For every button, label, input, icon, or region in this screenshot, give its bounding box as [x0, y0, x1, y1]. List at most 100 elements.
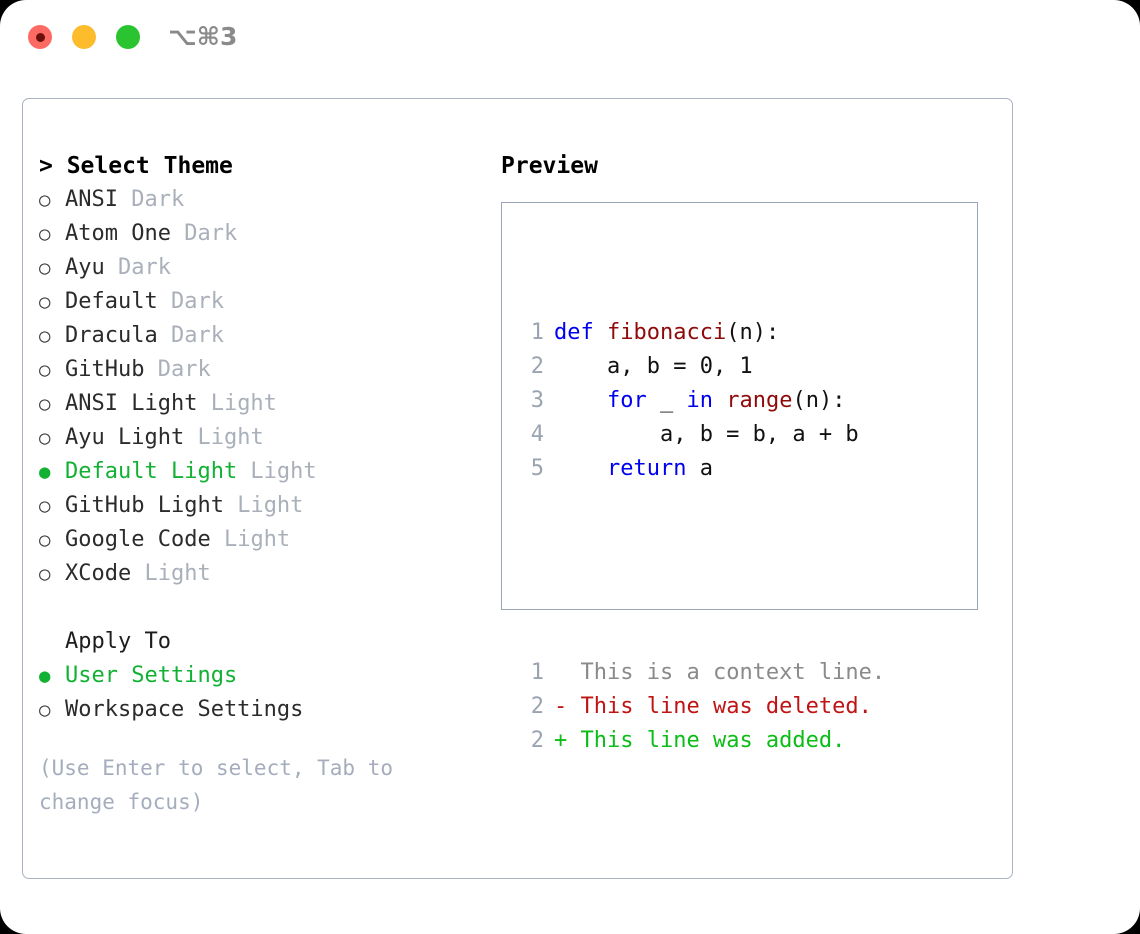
theme-list-item[interactable]: ○GitHub Light Light [39, 489, 499, 523]
code-token-kw: in [686, 388, 713, 413]
radio-unselected-icon[interactable]: ○ [39, 257, 51, 279]
theme-name: Default Light [65, 459, 238, 484]
theme-list-item[interactable]: ● Default Light Light [39, 455, 499, 489]
title-bar: ⌥⌘3 [0, 0, 1140, 78]
theme-name: Ayu Light [65, 425, 185, 450]
code-text: def fibonacci(n): [554, 316, 779, 350]
maximize-button[interactable] [116, 25, 140, 49]
theme-selection-column: > Select Theme ○ANSI Dark○Atom One Dark○… [39, 149, 499, 819]
theme-list[interactable]: ○ ANSI Dark ○ Atom One Dark ○ Ayu Dark ○ Defaul… [39, 183, 499, 591]
diff-content: This is a context line. [580, 660, 886, 685]
code-text: a, b = 0, 1 [554, 350, 753, 384]
code-line: 3 for _ in range(n): [516, 384, 885, 418]
theme-list-item[interactable]: ○Atom One Dark [39, 217, 499, 251]
theme-name: ANSI [65, 187, 118, 212]
select-theme-header: > Select Theme [39, 153, 233, 179]
radio-unselected-icon[interactable]: ○ [39, 359, 51, 381]
theme-category: Dark [117, 187, 185, 212]
code-token-kw: for [606, 388, 647, 413]
apply-to-item[interactable]: ● User Settings [39, 659, 499, 693]
theme-name: ANSI Light [65, 391, 198, 416]
close-button[interactable] [28, 25, 52, 49]
theme-category: Light [197, 391, 277, 416]
apply-to-header-indent [39, 625, 65, 659]
apply-to-item[interactable]: ○Workspace Settings [39, 693, 499, 727]
diff-sign: - [554, 694, 568, 719]
line-number: 5 [530, 456, 544, 481]
radio-unselected-icon[interactable]: ○ [39, 427, 51, 449]
radio-unselected-icon[interactable]: ○ [39, 529, 51, 551]
radio-unselected-icon[interactable]: ○ [39, 699, 51, 721]
radio-unselected-icon[interactable]: ○ [39, 223, 51, 245]
theme-list-item[interactable]: ○ ANSI Light Light [39, 387, 499, 421]
radio-unselected-icon[interactable]: ○ [39, 563, 51, 585]
line-number: 3 [530, 388, 544, 413]
theme-category: Dark [104, 255, 171, 280]
theme-name: XCode [65, 561, 132, 586]
theme-list-item[interactable]: ○ Default Dark [39, 285, 499, 319]
code-text: for _ in range(n): [554, 384, 845, 418]
code-token-plain: (n): [726, 320, 780, 345]
diff-content: This line was deleted. [580, 694, 872, 719]
line-number: 1 [530, 660, 544, 685]
theme-name: Google Code [65, 527, 211, 552]
radio-unselected-icon[interactable]: ○ [39, 495, 51, 517]
theme-category: Light [237, 459, 317, 484]
theme-list-item[interactable]: ○ Google Code Light [39, 523, 499, 557]
diff-content: This line was added. [580, 728, 846, 753]
theme-category: Dark [144, 357, 211, 382]
diff-sign [554, 660, 567, 685]
code-token-kw: def [554, 320, 607, 345]
theme-category: Light [184, 425, 264, 450]
theme-category: Light [223, 493, 304, 518]
apply-to-header: Apply To [39, 625, 499, 659]
apply-to-label: User Settings [65, 663, 238, 688]
theme-name: Atom One [65, 221, 171, 246]
theme-list-item[interactable]: ○ ANSI Dark [39, 183, 499, 217]
diff-text: - This line was deleted. [554, 690, 872, 724]
radio-selected-icon[interactable]: ● [39, 461, 51, 483]
radio-unselected-icon[interactable]: ○ [39, 291, 51, 313]
line-number: 1 [530, 320, 544, 345]
minimize-button[interactable] [72, 25, 96, 49]
keyboard-hint: (Use Enter to select, Tab to change focu… [39, 756, 406, 814]
diff-text: + This line was added. [554, 724, 845, 758]
code-line: 1 def fibonacci(n): [516, 316, 885, 350]
diff-text: This is a context line. [554, 656, 886, 690]
code-token-plain [713, 388, 726, 413]
theme-name: GitHub [65, 357, 145, 382]
line-number: 4 [530, 422, 544, 447]
diff-line-add: 2 + This line was added. [516, 724, 885, 758]
theme-list-item[interactable]: ○ GitHub Dark [39, 353, 499, 387]
diff-line-delete: 2- This line was deleted. [516, 690, 885, 724]
line-number: 2 [530, 354, 544, 379]
line-number: 2 [530, 728, 544, 753]
theme-list-item[interactable]: ○ XCode Light [39, 557, 499, 591]
theme-list-item[interactable]: ○Dracula Dark [39, 319, 499, 353]
theme-category: Dark [157, 289, 224, 314]
theme-name: Ayu [65, 255, 105, 280]
radio-unselected-icon[interactable]: ○ [39, 325, 51, 347]
theme-list-item[interactable]: ○ Ayu Light Light [39, 421, 499, 455]
radio-unselected-icon[interactable]: ○ [39, 393, 51, 415]
theme-list-item[interactable]: ○ Ayu Dark [39, 251, 499, 285]
theme-name: Default [65, 289, 158, 314]
code-token-fn: fibonacci [606, 320, 727, 345]
theme-category: Light [131, 561, 211, 586]
window-title: ⌥⌘3 [168, 22, 238, 51]
apply-to-list[interactable]: ● User Settings ○Workspace Settings [39, 659, 499, 727]
preview-header: Preview [501, 153, 598, 179]
code-line: 2 a, b = 0, 1 [516, 350, 885, 384]
theme-category: Light [210, 527, 291, 552]
apply-to-header-label: Apply To [65, 629, 171, 654]
list-spacer [39, 591, 499, 625]
radio-unselected-icon[interactable]: ○ [39, 189, 51, 211]
radio-selected-icon[interactable]: ● [39, 665, 51, 687]
code-text: a, b = b, a + b [554, 418, 859, 452]
diff-line-context: 1 This is a context line. [516, 656, 885, 690]
code-line: 5 return a [516, 452, 885, 486]
code-token-plain: _ [646, 388, 687, 413]
